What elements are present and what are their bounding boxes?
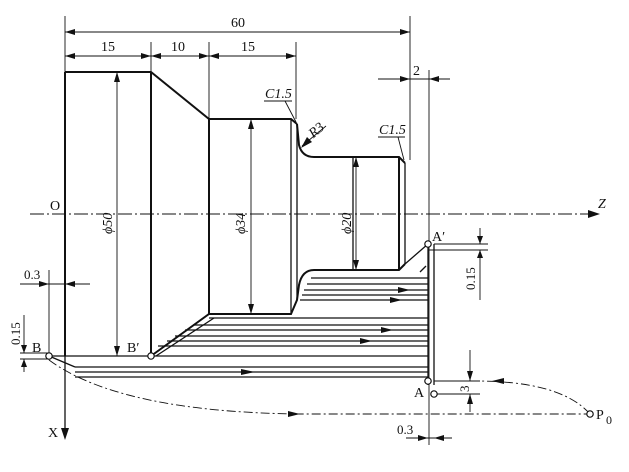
callouts: C1.5 C1.5 R3 (264, 87, 406, 161)
dim-seg3: 15 (241, 40, 255, 55)
x-axis-label: X (48, 426, 58, 441)
point-b (45, 352, 53, 360)
label-a-prime: A′ (432, 230, 445, 245)
dim-gap-bottom: 0.3 (397, 422, 413, 437)
point-a (430, 390, 438, 398)
key-points: A′ A B′ B P 0 (32, 230, 612, 427)
chamfer-label-2: C1.5 (379, 123, 406, 138)
dim-d34: ϕ34 (234, 213, 249, 234)
dim-d20: ϕ20 (340, 213, 355, 234)
dim-total: 60 (231, 16, 245, 31)
label-p0-sub: 0 (606, 413, 612, 427)
dim-gap-x: 0.3 (24, 267, 40, 282)
dim-seg2: 10 (171, 40, 185, 55)
left-dimensions: 0.3 0.15 (8, 267, 90, 372)
point-a-prime (424, 240, 432, 248)
x-axis-arrow (61, 428, 69, 440)
chamfer-label-1: C1.5 (265, 87, 292, 102)
dim-seg4: 2 (413, 64, 420, 79)
dim-seg1: 15 (101, 40, 115, 55)
label-a: A (414, 386, 425, 401)
right-dimensions: 0.15 3 0.3 (397, 228, 488, 441)
dim-gap-z-right: 0.15 (463, 267, 478, 290)
tool-paths (48, 243, 435, 385)
origin-label: O (50, 199, 60, 214)
z-axis-arrow (588, 210, 600, 218)
point-p0 (586, 410, 594, 418)
point-a-upper (424, 377, 432, 385)
label-b-prime: B′ (127, 341, 139, 356)
label-b: B (32, 341, 41, 356)
rapid-moves (48, 359, 591, 417)
label-p0: P (596, 408, 604, 423)
z-axis-label: Z (598, 197, 606, 212)
point-b-prime (147, 352, 155, 360)
dim-d50: ϕ50 (101, 213, 116, 234)
dim-gap-3: 3 (457, 386, 472, 393)
dim-gap-z-left: 0.15 (8, 322, 23, 345)
diameter-dimensions: ϕ50 ϕ34 ϕ20 (101, 72, 359, 356)
top-dimensions: 60 15 10 15 2 (64, 16, 450, 445)
